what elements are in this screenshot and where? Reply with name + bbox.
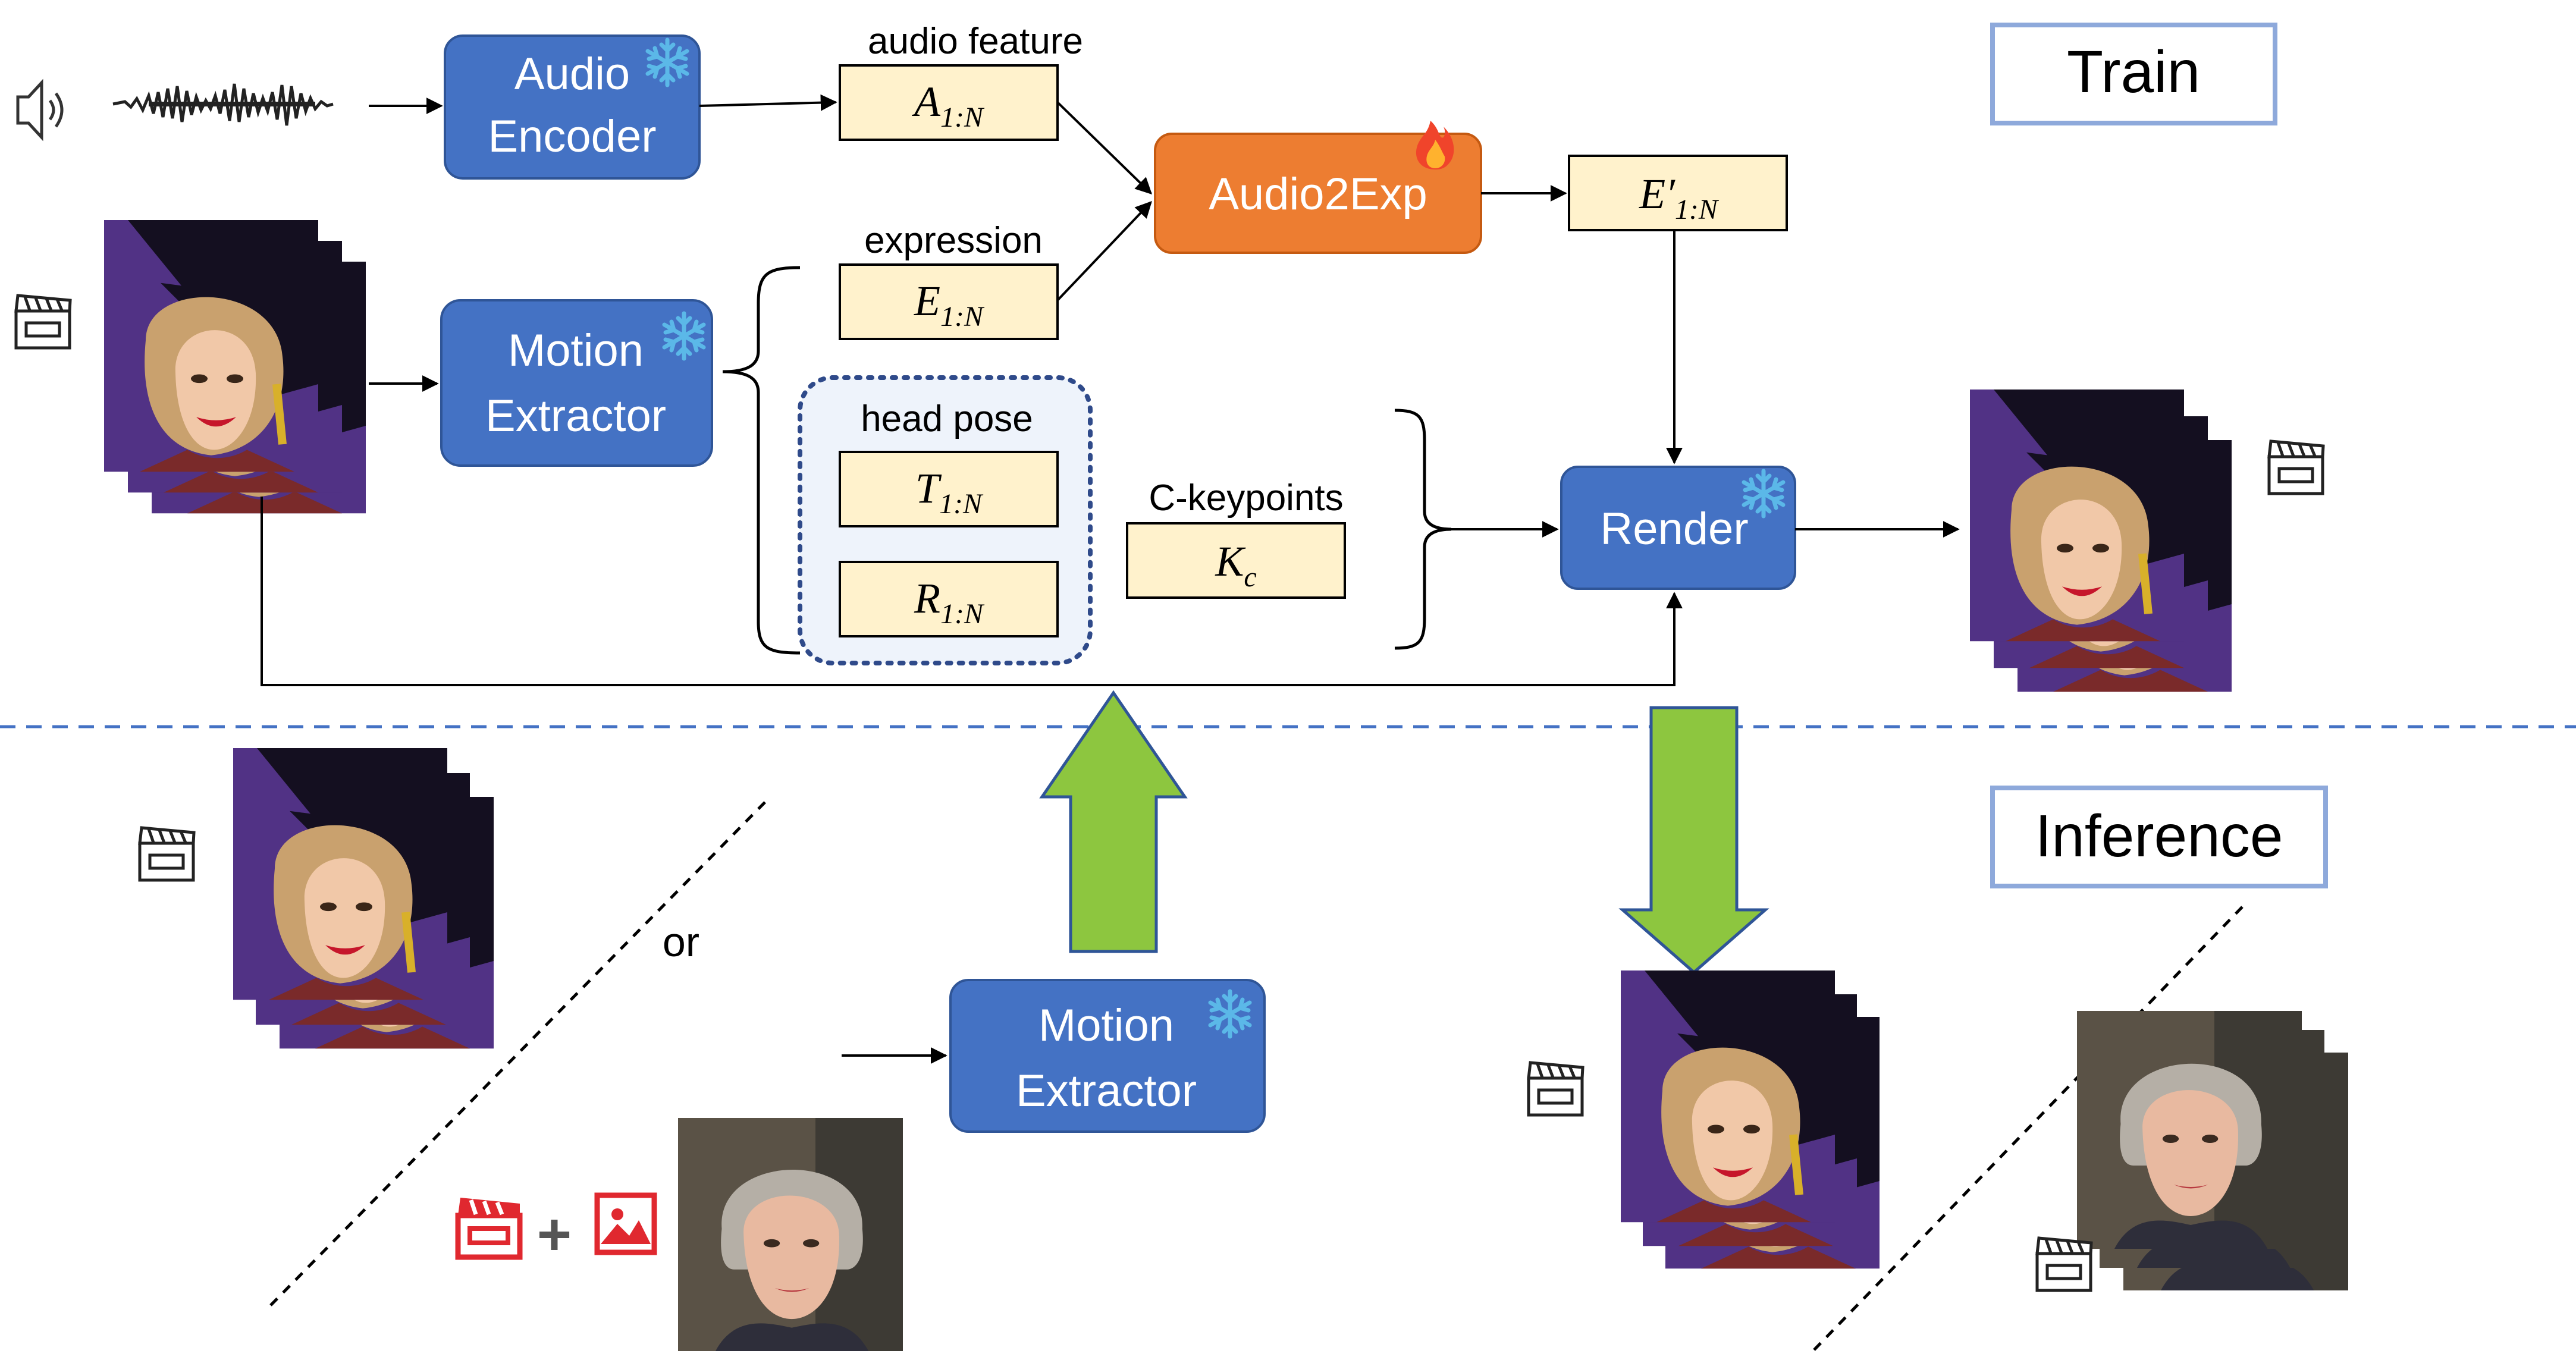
- inference-output-video-b: [2077, 1011, 2348, 1290]
- image-icon: [597, 1195, 654, 1252]
- audio2exp-module: Audio2Exp: [1154, 121, 1482, 254]
- green-down-arrow: [1618, 706, 1769, 975]
- arrow-audio-feature-to-audio2exp: [1056, 101, 1153, 194]
- keypoints-brace: [1394, 409, 1452, 650]
- arrow-expression-to-audio2exp: [1056, 200, 1152, 301]
- expression-subscript: 1:N: [940, 301, 985, 332]
- arrow-audio-encoder-to-audio-feature: [699, 94, 837, 111]
- render-label: Render: [1600, 504, 1748, 554]
- audio2exp-label: Audio2Exp: [1209, 169, 1427, 219]
- inference-option-separator: [269, 796, 771, 1306]
- video-clapper-icon: [16, 296, 70, 348]
- expression-box: E1:N: [839, 263, 1059, 340]
- train-input-frame: [104, 220, 318, 472]
- video-clapper-icon: [2269, 441, 2323, 494]
- svg-text:E1:N: E1:N: [914, 277, 985, 332]
- inference-output-frame-a: [1621, 970, 1835, 1222]
- video-clapper-icon: [1529, 1063, 1583, 1115]
- c-keypoints-symbol: K: [1215, 538, 1246, 585]
- c-keypoints-caption: C-keypoints: [1149, 478, 1343, 519]
- expression-caption: expression: [864, 220, 1043, 261]
- rotation-subscript: 1:N: [940, 598, 985, 630]
- exp-pred-prime: ′: [1665, 170, 1676, 218]
- inference-driving-frame: [233, 748, 447, 1000]
- inference-driving-video: [233, 748, 494, 1048]
- audio-feature-box: A1:N: [839, 64, 1059, 141]
- head-pose-group: head pose T1:N R1:N: [798, 375, 1093, 665]
- audio-encoder-line1: Audio: [514, 49, 630, 99]
- video-clapper-icon: [140, 828, 194, 880]
- svg-text:T1:N: T1:N: [915, 464, 984, 520]
- train-output-frame: [1970, 390, 2184, 641]
- exp-pred-subscript: 1:N: [1675, 194, 1720, 225]
- c-keypoints-box: Kc: [1126, 522, 1346, 599]
- train-label: Train: [2067, 39, 2200, 105]
- translation-box: T1:N: [839, 451, 1059, 527]
- inference-output-separator: [1813, 906, 2244, 1351]
- output-brace: [722, 266, 801, 655]
- translation-symbol: T: [915, 464, 942, 512]
- motion-extractor-train-line2: Extractor: [485, 391, 666, 441]
- exp-pred-box: E′1:N: [1568, 155, 1788, 231]
- svg-text:E′1:N: E′1:N: [1639, 170, 1720, 225]
- green-up-arrow: [1039, 690, 1188, 953]
- rotation-symbol: R: [914, 574, 940, 622]
- audio-feature-symbol: A: [912, 78, 941, 125]
- audio-waveform-icon: [113, 84, 333, 125]
- inference-output-video-a: [1621, 970, 1880, 1268]
- motion-extractor-train-line1: Motion: [508, 325, 644, 376]
- svg-text:A1:N: A1:N: [912, 78, 985, 133]
- inference-output-frame-b: [2077, 1011, 2302, 1249]
- train-output-video: [1970, 390, 2232, 692]
- motion-extractor-train-module: Motion Extractor: [440, 299, 713, 467]
- speaker-icon: [16, 78, 64, 142]
- translation-subscript: 1:N: [939, 488, 984, 520]
- fire-icon: [1416, 121, 1454, 169]
- video-clapper-icon: [458, 1198, 520, 1257]
- motion-extractor-infer-line1: Motion: [1038, 1000, 1174, 1051]
- video-clapper-icon: [2037, 1238, 2091, 1290]
- head-pose-caption: head pose: [861, 398, 1033, 439]
- exp-pred-symbol: E: [1639, 170, 1665, 218]
- inference-source-image: [678, 1118, 903, 1351]
- motion-extractor-infer-module: Motion Extractor: [949, 979, 1266, 1133]
- train-label-box: Train: [1990, 23, 2277, 125]
- c-keypoints-subscript: c: [1244, 561, 1256, 593]
- audio-encoder-module: Audio Encoder: [444, 34, 701, 180]
- audio-feature-caption: audio feature: [868, 21, 1083, 62]
- expression-symbol: E: [914, 277, 940, 325]
- inference-label-box: Inference: [1990, 786, 2328, 888]
- svg-text:Kc: Kc: [1215, 538, 1256, 593]
- motion-extractor-infer-line2: Extractor: [1016, 1066, 1197, 1116]
- arrow-source-to-render: [261, 497, 1683, 686]
- rotation-box: R1:N: [839, 561, 1059, 637]
- audio-feature-subscript: 1:N: [940, 102, 985, 133]
- plus-label: +: [537, 1201, 572, 1268]
- svg-text:R1:N: R1:N: [914, 574, 985, 630]
- inference-label: Inference: [2035, 803, 2283, 869]
- render-module: Render: [1560, 466, 1796, 590]
- audio-encoder-line2: Encoder: [488, 111, 656, 162]
- or-label: or: [663, 919, 699, 965]
- train-input-video: [104, 220, 366, 513]
